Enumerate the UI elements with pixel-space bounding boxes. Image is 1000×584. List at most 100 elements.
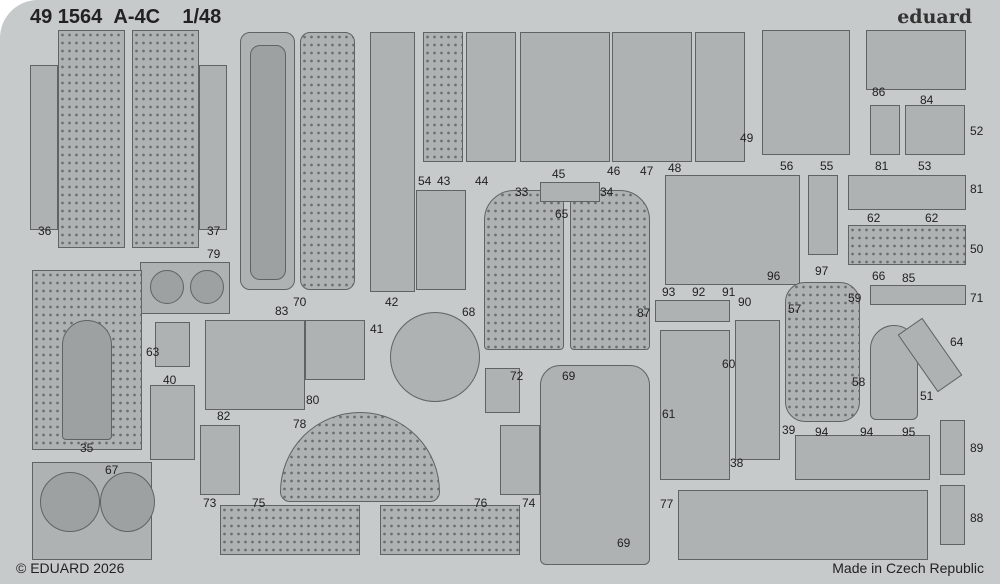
part-36 xyxy=(58,30,125,248)
part-72 xyxy=(485,368,520,413)
part-label: 87 xyxy=(637,306,651,320)
part-97 xyxy=(785,282,860,422)
part-76 xyxy=(380,505,520,555)
part-label: 56 xyxy=(780,159,794,173)
part-label: 69 xyxy=(562,369,576,383)
part-label: 38 xyxy=(730,456,744,470)
part-label: 95 xyxy=(902,425,916,439)
part-label: 45 xyxy=(552,167,566,181)
part-label: 51 xyxy=(920,389,934,403)
part-82 xyxy=(205,320,305,410)
part-label: 44 xyxy=(475,174,489,188)
part-label: 59 xyxy=(848,291,862,305)
part-label: 62 xyxy=(925,211,939,225)
part-94 xyxy=(795,435,930,480)
part-48 xyxy=(665,175,800,285)
eduard-logo: eduard xyxy=(897,6,972,28)
part-label: 69 xyxy=(617,536,631,550)
part-label: 77 xyxy=(660,497,674,511)
part-label: 41 xyxy=(370,322,384,336)
part-label: 34 xyxy=(600,185,614,199)
part-label: 67 xyxy=(105,463,119,477)
part-74 xyxy=(500,425,540,495)
part-label: 91 xyxy=(722,285,736,299)
part-84 xyxy=(866,30,966,90)
part-37-tabs xyxy=(199,65,227,230)
part-46 xyxy=(520,32,610,162)
part-62 xyxy=(848,175,966,210)
part-label: 66 xyxy=(872,269,886,283)
part-label: 49 xyxy=(740,131,754,145)
part-label: 43 xyxy=(437,174,451,188)
part-label: 94 xyxy=(860,425,874,439)
part-label: 80 xyxy=(306,393,320,407)
part-label: 79 xyxy=(207,247,221,261)
part-69 xyxy=(540,365,650,565)
part-label: 57 xyxy=(788,302,802,316)
part-70-window xyxy=(250,45,286,280)
part-50 xyxy=(848,225,966,265)
origin-text: Made in Czech Republic xyxy=(832,560,984,576)
part-73 xyxy=(200,425,240,495)
part-54 xyxy=(423,32,463,162)
part-label: 54 xyxy=(418,174,432,188)
part-81-a xyxy=(870,105,900,155)
part-75 xyxy=(220,505,360,555)
part-number: 49 1564 xyxy=(30,6,103,28)
part-label: 75 xyxy=(252,496,266,510)
part-89 xyxy=(940,420,965,475)
part-label: 78 xyxy=(293,417,307,431)
model-name: A-4C xyxy=(113,6,161,28)
part-63 xyxy=(155,322,190,367)
part-label: 64 xyxy=(950,335,964,349)
part-52 xyxy=(905,105,965,155)
part-41 xyxy=(305,320,365,380)
part-label: 73 xyxy=(203,496,217,510)
part-label: 46 xyxy=(607,164,621,178)
part-label: 97 xyxy=(815,264,829,278)
part-label: 92 xyxy=(692,285,706,299)
part-83 xyxy=(300,32,355,290)
part-label: 65 xyxy=(555,207,569,221)
part-68 xyxy=(390,312,480,402)
part-label: 82 xyxy=(217,409,231,423)
part-label: 71 xyxy=(970,291,984,305)
part-label: 52 xyxy=(970,124,984,138)
part-77 xyxy=(678,490,928,560)
part-60 xyxy=(660,330,730,480)
part-43 xyxy=(466,32,516,162)
part-label: 83 xyxy=(275,304,289,318)
part-label: 90 xyxy=(738,295,752,309)
part-79-disc xyxy=(190,270,224,304)
part-56 xyxy=(762,30,850,155)
part-35-opening xyxy=(62,320,112,440)
part-label: 39 xyxy=(782,423,796,437)
part-label: 62 xyxy=(867,211,881,225)
part-label: 60 xyxy=(722,357,736,371)
part-label: 63 xyxy=(146,345,160,359)
part-label: 37 xyxy=(207,224,221,238)
part-label: 40 xyxy=(163,373,177,387)
part-87 xyxy=(655,300,730,322)
part-65 xyxy=(540,182,600,202)
part-36-tabs xyxy=(30,65,58,230)
part-37 xyxy=(132,30,199,248)
part-39 xyxy=(735,320,780,460)
part-47 xyxy=(612,32,692,162)
part-34 xyxy=(570,190,650,350)
fret-title: 49 1564 A-4C 1/48 xyxy=(30,6,221,29)
part-label: 68 xyxy=(462,305,476,319)
part-71 xyxy=(870,285,966,305)
part-label: 93 xyxy=(662,285,676,299)
part-label: 96 xyxy=(767,269,781,283)
part-label: 72 xyxy=(510,369,524,383)
part-label: 35 xyxy=(80,441,94,455)
part-label: 47 xyxy=(640,164,654,178)
part-label: 84 xyxy=(920,93,934,107)
part-label: 55 xyxy=(820,159,834,173)
part-label: 81 xyxy=(875,159,889,173)
part-49 xyxy=(695,32,745,162)
part-33 xyxy=(484,190,564,350)
part-label: 48 xyxy=(668,161,682,175)
